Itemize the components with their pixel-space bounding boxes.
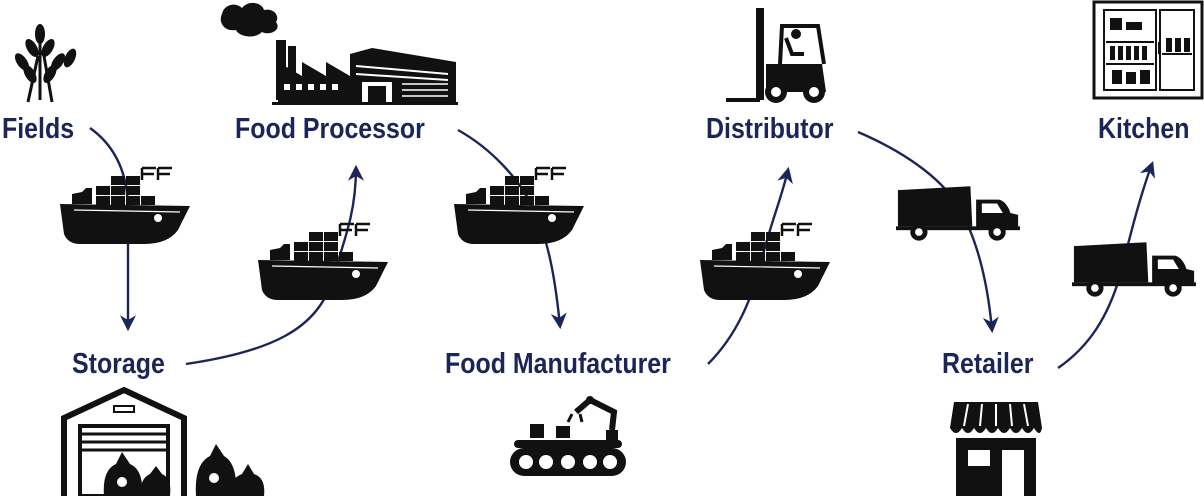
node-label-distributor: Distributor bbox=[706, 113, 834, 145]
cargo-ship-icon bbox=[454, 166, 584, 246]
node-label-retailer: Retailer bbox=[942, 348, 1034, 380]
warehouse-icon bbox=[61, 386, 265, 496]
node-label-storage: Storage bbox=[72, 348, 165, 380]
node-label-food-processor: Food Processor bbox=[235, 113, 425, 145]
cargo-ship-icon bbox=[258, 222, 388, 302]
refrigerator-icon bbox=[1092, 0, 1204, 100]
wheat-icon bbox=[14, 24, 77, 103]
factory-icon bbox=[220, 2, 458, 105]
truck-icon bbox=[896, 186, 1020, 241]
storefront-icon bbox=[950, 402, 1042, 496]
truck-icon bbox=[1072, 242, 1196, 297]
cargo-ship-icon bbox=[60, 166, 190, 246]
node-label-food-manufacturer: Food Manufacturer bbox=[445, 348, 671, 380]
conveyor-robot-arm-icon bbox=[510, 396, 626, 476]
node-label-fields: Fields bbox=[2, 113, 75, 145]
node-label-kitchen: Kitchen bbox=[1098, 113, 1190, 145]
cargo-ship-icon bbox=[700, 222, 830, 302]
forklift-icon bbox=[726, 8, 826, 103]
